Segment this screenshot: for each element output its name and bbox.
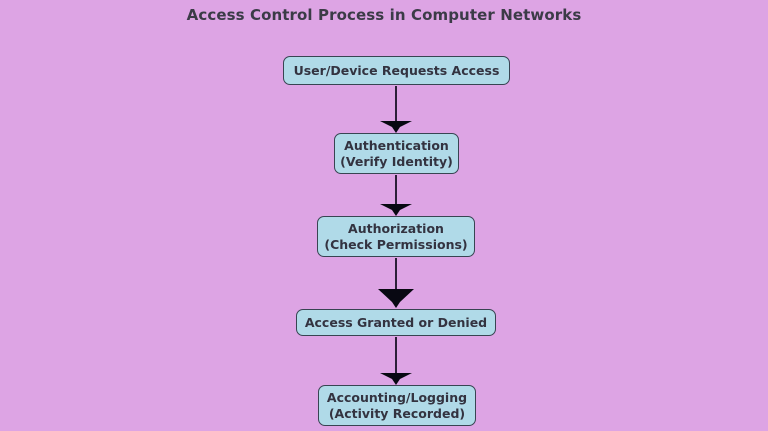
edge-authz-to-decision: [378, 258, 414, 308]
flow-node-authentication[interactable]: Authentication (Verify Identity): [334, 133, 459, 174]
diagram-title: Access Control Process in Computer Netwo…: [186, 6, 582, 24]
edge-request-to-authn: [380, 86, 412, 133]
flow-node-authorization-line-1: Authorization: [348, 220, 444, 236]
flow-node-accounting-logging-line-2: (Activity Recorded): [328, 405, 466, 421]
flow-node-request-line-1: User/Device Requests Access: [293, 62, 500, 78]
flow-node-accounting-logging-line-1: Accounting/Logging: [326, 389, 468, 405]
flow-node-authorization[interactable]: Authorization (Check Permissions): [317, 216, 475, 257]
flow-node-access-decision[interactable]: Access Granted or Denied: [296, 309, 496, 336]
flow-node-authentication-line-1: Authentication: [344, 137, 449, 153]
flow-node-access-decision-line-1: Access Granted or Denied: [304, 314, 488, 330]
flow-node-authentication-line-2: (Verify Identity): [340, 153, 453, 169]
flow-node-request[interactable]: User/Device Requests Access: [283, 56, 510, 85]
edge-authn-to-authz: [380, 175, 412, 216]
flow-node-authorization-line-2: (Check Permissions): [324, 236, 468, 252]
flow-node-accounting-logging[interactable]: Accounting/Logging (Activity Recorded): [318, 385, 476, 426]
edge-decision-to-logging: [380, 337, 412, 385]
